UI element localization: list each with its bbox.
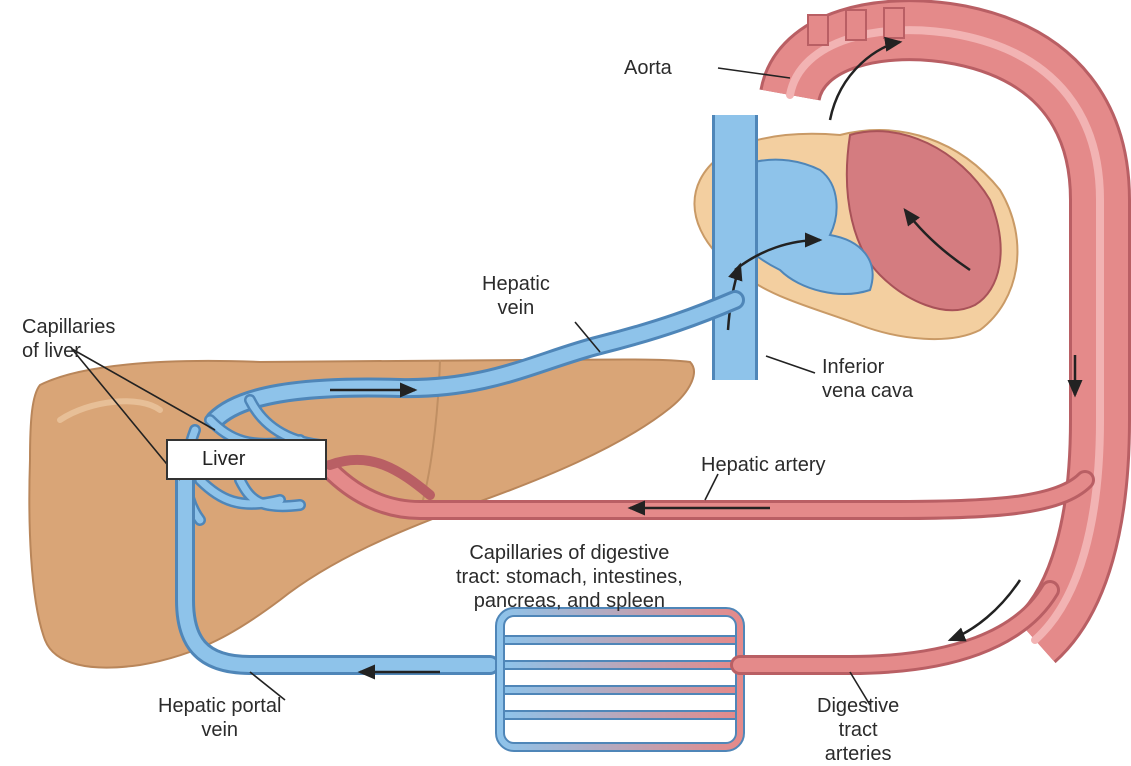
label-hepatic-vein-line2: vein [482,296,550,320]
label-capillaries-line1: Capillaries [22,315,115,339]
label-dta-line3: arteries [817,742,899,766]
label-capillaries-digestive: Capillaries of digestive tract: stomach,… [456,541,683,613]
label-ivc-line1: Inferior [822,355,913,379]
label-aorta: Aorta [624,56,672,80]
label-hepatic-artery: Hepatic artery [701,453,826,477]
label-inferior-vena-cava: Inferior vena cava [822,355,913,403]
label-digestive-tract-arteries: Digestive tract arteries [817,694,899,766]
label-cap-digestive-line1: Capillaries of digestive [456,541,683,565]
label-hepatic-vein: Hepatic vein [482,272,550,320]
label-cap-digestive-line3: pancreas, and spleen [456,589,683,613]
aortic-branch-3 [884,8,904,38]
label-ivc-line2: vena cava [822,379,913,403]
label-dta-line1: Digestive [817,694,899,718]
label-portal-line2: vein [158,718,281,742]
label-hepatic-portal-vein: Hepatic portal vein [158,694,281,742]
label-capillaries-line2: of liver [22,339,115,363]
label-hepatic-vein-line1: Hepatic [482,272,550,296]
label-capillaries-of-liver: Capillaries of liver [22,315,115,363]
label-liver-box: Liver [166,439,327,480]
digestive-capillaries [500,612,740,747]
label-portal-line1: Hepatic portal [158,694,281,718]
aortic-branch-1 [808,15,828,45]
aortic-branch-2 [846,10,866,40]
label-dta-line2: tract [817,718,899,742]
label-cap-digestive-line2: tract: stomach, intestines, [456,565,683,589]
